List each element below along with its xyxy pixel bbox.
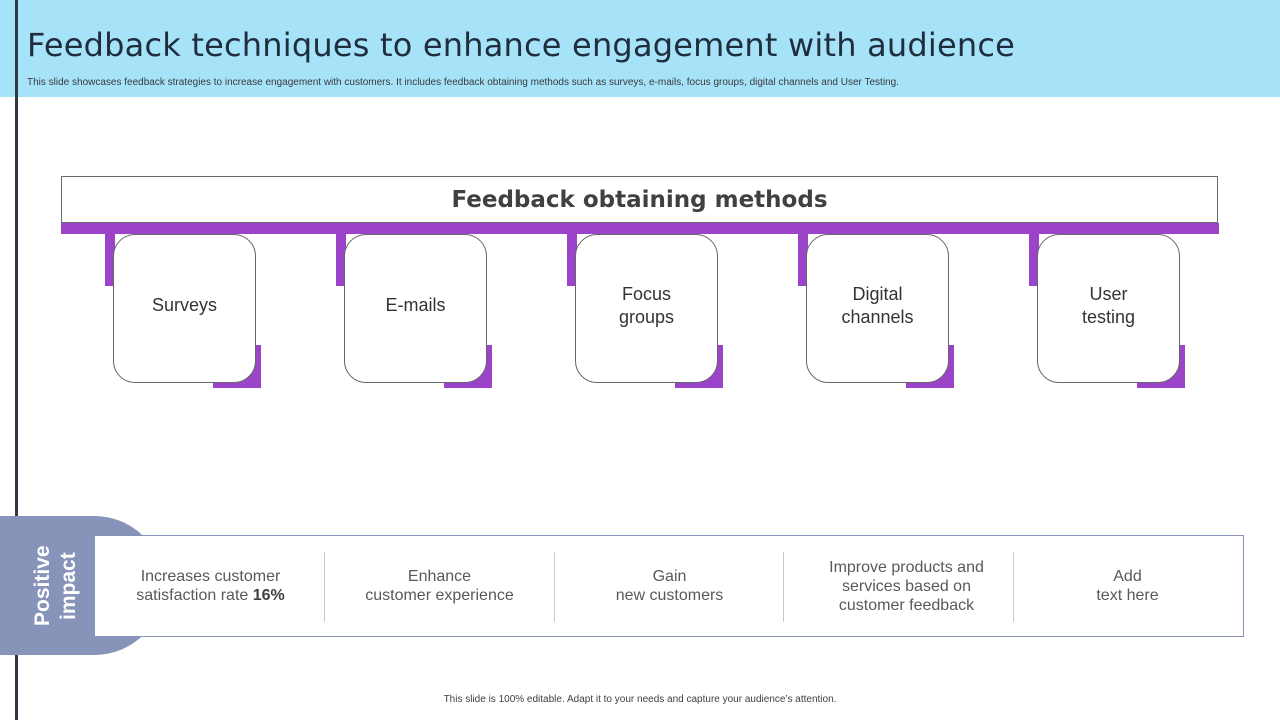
method-tab bbox=[336, 234, 346, 286]
impact-item: Add text here bbox=[1012, 536, 1243, 636]
method-label: Surveys bbox=[151, 295, 218, 315]
method-label: User testing bbox=[1081, 283, 1136, 327]
method-card-digital-channels: Digital channels bbox=[806, 234, 949, 383]
method-tab bbox=[798, 234, 808, 286]
slide-subtitle: This slide showcases feedback strategies… bbox=[27, 77, 899, 88]
method-tab bbox=[567, 234, 577, 286]
methods-accent-bar bbox=[61, 223, 1219, 234]
impact-label: Positive impact bbox=[31, 545, 80, 627]
footer-note: This slide is 100% editable. Adapt it to… bbox=[443, 694, 837, 705]
left-rule bbox=[15, 0, 18, 720]
method-tab bbox=[1029, 234, 1039, 286]
header-band bbox=[0, 0, 1280, 97]
method-label: E-mails bbox=[385, 295, 446, 315]
impact-text: Enhance customer experience bbox=[365, 568, 514, 604]
impact-highlight: 16% bbox=[252, 587, 285, 604]
method-label: Digital channels bbox=[841, 283, 914, 327]
method-card-focus-groups: Focus groups bbox=[575, 234, 718, 383]
impact-text: Increases customer satisfaction rate 16% bbox=[136, 567, 285, 605]
method-card-surveys: Surveys bbox=[113, 234, 256, 383]
method-label: Focus groups bbox=[618, 283, 675, 327]
methods-banner: Feedback obtaining methods bbox=[61, 176, 1218, 223]
impact-text: Gain new customers bbox=[615, 568, 724, 604]
impact-item: Increases customer satisfaction rate 16% bbox=[95, 536, 326, 636]
impact-divider bbox=[1013, 552, 1014, 622]
impact-text: Add text here bbox=[1096, 568, 1159, 604]
impact-divider bbox=[554, 552, 555, 622]
impact-box: Increases customer satisfaction rate 16%… bbox=[94, 535, 1244, 637]
impact-divider bbox=[783, 552, 784, 622]
method-card-emails: E-mails bbox=[344, 234, 487, 383]
impact-item: Gain new customers bbox=[554, 536, 785, 636]
methods-heading: Feedback obtaining methods bbox=[451, 186, 828, 213]
impact-divider bbox=[324, 552, 325, 622]
impact-text-main: Increases customer satisfaction rate bbox=[136, 568, 281, 604]
impact-item: Improve products and services based on c… bbox=[791, 536, 1022, 636]
impact-item: Enhance customer experience bbox=[324, 536, 555, 636]
method-tab bbox=[105, 234, 115, 286]
method-card-user-testing: User testing bbox=[1037, 234, 1180, 383]
impact-text: Improve products and services based on c… bbox=[829, 558, 984, 614]
slide-title: Feedback techniques to enhance engagemen… bbox=[27, 26, 1016, 64]
